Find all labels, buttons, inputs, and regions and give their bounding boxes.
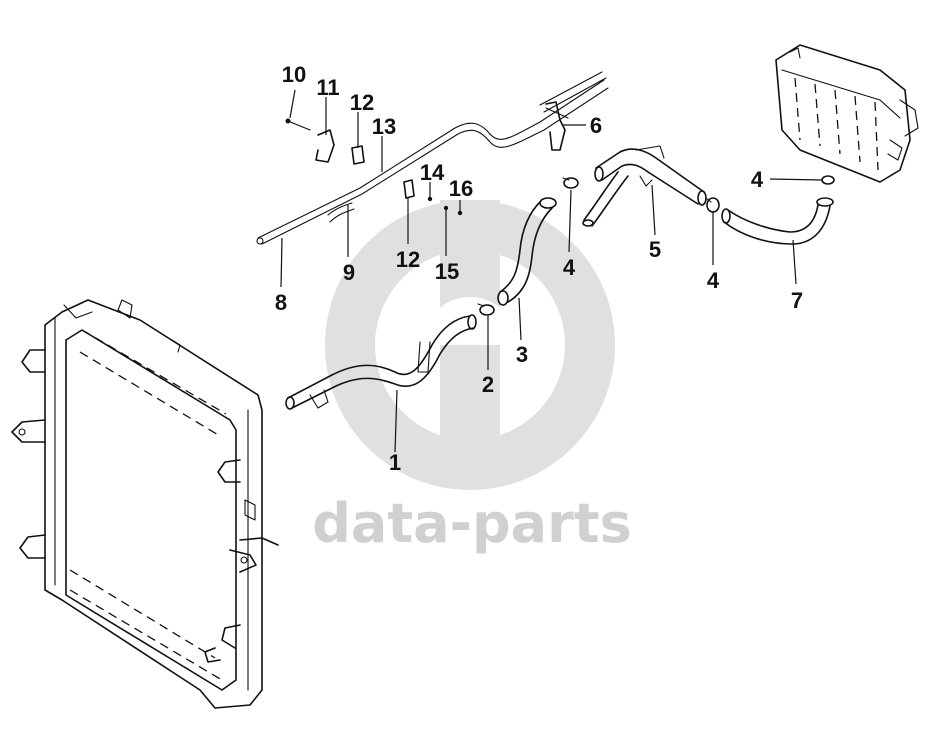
callout-7: 7 — [791, 288, 803, 313]
leader-lines — [280, 89, 823, 453]
callout-3: 3 — [516, 342, 528, 367]
callout-13: 13 — [372, 114, 396, 139]
callout-1: 1 — [389, 450, 401, 475]
callout-14: 14 — [420, 160, 445, 185]
part-5-branch-pipe — [582, 145, 707, 227]
callout-16: 16 — [449, 176, 473, 201]
callout-6: 6 — [590, 113, 602, 138]
callout-4-right: 4 — [751, 167, 764, 192]
radiator-drawing — [11, 299, 279, 709]
parts-10-16-fasteners — [285, 118, 463, 216]
callout-8: 8 — [275, 290, 287, 315]
callout-10: 10 — [282, 62, 306, 87]
callout-4-middle: 4 — [707, 268, 720, 293]
callout-5: 5 — [649, 237, 661, 262]
callout-15: 15 — [435, 259, 459, 284]
callout-labels: 1 2 3 4 4 4 5 6 7 8 9 10 11 12 13 14 16 … — [275, 62, 803, 475]
part-8-bleed-pipe — [256, 71, 609, 245]
part-1-lower-coolant-pipe — [285, 314, 477, 410]
watermark-text: data-parts — [312, 492, 631, 555]
callout-11: 11 — [316, 75, 339, 100]
part-3-radiator-hose — [497, 197, 557, 306]
callout-9: 9 — [343, 260, 355, 285]
expansion-tank-drawing — [775, 44, 919, 183]
part-2-hose-clamp — [477, 303, 495, 316]
part-7-upper-hose — [721, 197, 834, 245]
callout-12-top: 12 — [350, 90, 374, 115]
callout-12-bottom: 12 — [396, 247, 420, 272]
part-6-pipe-bracket — [545, 101, 569, 151]
callout-4-left: 4 — [563, 255, 576, 280]
watermark-logo — [325, 200, 615, 490]
callout-2: 2 — [482, 372, 494, 397]
